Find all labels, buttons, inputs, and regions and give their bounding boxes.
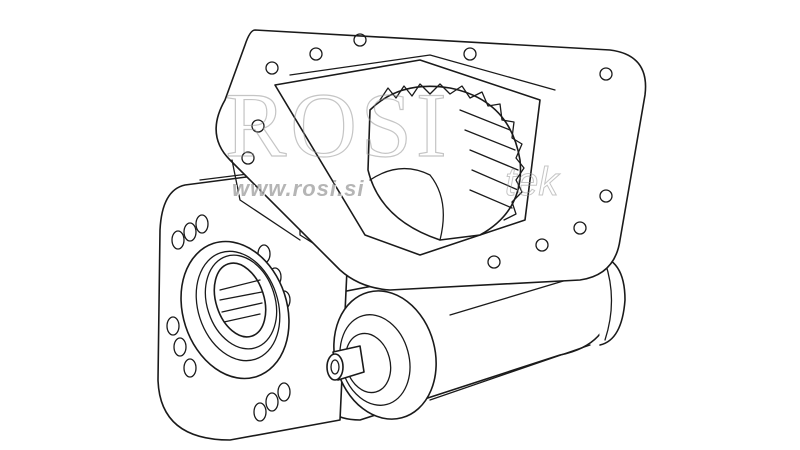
output-cover bbox=[326, 290, 437, 420]
helical-gear bbox=[367, 83, 525, 241]
